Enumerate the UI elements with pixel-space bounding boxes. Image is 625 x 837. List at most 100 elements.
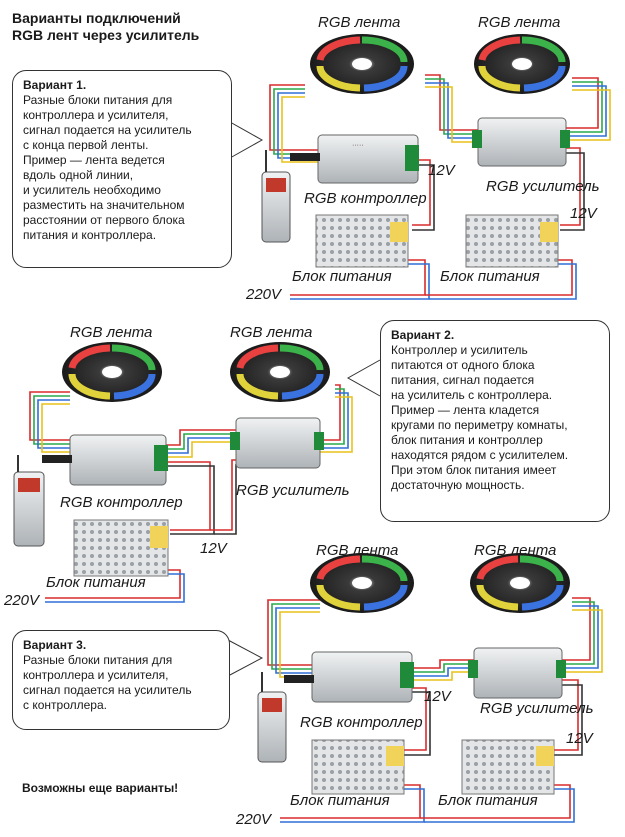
wire [320,384,341,441]
controller-box-1: ····· [290,134,419,184]
led-reel-2b [230,342,330,402]
callout-line: питания и контроллера. [23,228,157,242]
callout-line: вдоль одной линии, [23,168,134,182]
callout-heading: Вариант 1. [23,78,87,92]
wire [166,429,236,446]
label-12v: 12V [570,205,597,222]
wire [166,437,236,454]
callout-line: расстоянии от первого блока [23,213,185,227]
callout-variant-1: Вариант 1. Разные блоки питания для конт… [12,70,232,268]
label-rgb-strip: RGB лента [230,324,313,341]
callout-variant-3: Вариант 3. Разные блоки питания для конт… [12,630,230,730]
page-title: Варианты подключений RGB лент через усил… [12,10,199,44]
callout-line: Разные блоки питания для [23,93,173,107]
amplifier-box-1 [472,117,570,167]
label-rgb-strip: RGB лента [70,324,153,341]
wire [280,788,425,823]
wire [404,687,427,751]
callout-line: разместить на значительном [23,198,185,212]
wire [566,77,599,129]
callout-line: на усилитель с контроллера. [391,388,553,402]
wire [37,399,72,449]
wire [45,569,181,599]
wire [562,597,591,661]
wire [412,667,474,677]
label-rgb-amplifier: RGB усилитель [236,482,350,499]
wire [420,784,571,819]
callout-heading: Вариант 3. [23,638,87,652]
label-rgb-amplifier: RGB усилитель [486,178,600,195]
callout-line: с контроллера. [23,698,107,712]
callout-heading: Вариант 2. [391,328,455,342]
wire [320,396,353,453]
label-12v: 12V [424,688,451,705]
wire [566,85,607,137]
callout-variant-2: Вариант 2. Контроллер и усилитель питают… [380,320,610,522]
label-rgb-controller: RGB контроллер [60,494,183,511]
wire [425,82,478,139]
label-power-supply: Блок питания [290,792,390,809]
callout-line: находятся рядом с усилителем. [391,448,569,462]
variant1-wires [229,74,611,300]
wire [273,88,318,155]
wire [267,599,320,666]
label-rgb-strip: RGB лента [478,14,561,31]
wire [425,86,478,143]
wire [412,159,431,226]
wire [554,679,579,751]
callout-line: с конца первой ленты. [23,138,149,152]
label-220v: 220V [236,811,272,828]
wire [281,96,318,163]
led-reel-3a [310,553,414,613]
label-power-supply: Блок питания [46,574,146,591]
wire [412,663,474,673]
wire [290,259,426,296]
psu-1a [315,214,409,268]
wire [425,74,478,131]
led-reel-1a [310,34,414,94]
wire [45,573,185,603]
callout-line: Контроллер и усилитель [391,343,528,357]
wire [166,441,236,458]
wire [404,691,431,756]
callout-line: кругами по периметру комнаты, [391,418,568,432]
label-rgb-strip: RGB лента [318,14,401,31]
title-line-1: Варианты подключений [12,10,181,26]
wire [33,395,72,445]
wire [166,433,236,450]
wire [562,605,599,669]
led-reel-2a [62,342,162,402]
wire [562,601,595,665]
callout-line: контроллера и усилителя, [23,108,169,122]
callout-line: Пример — лента ведется [23,153,165,167]
callout-line: Разные блоки питания для [23,653,173,667]
psu-2 [73,519,169,577]
label-rgb-controller: RGB контроллер [304,190,427,207]
callout-line: и усилитель необходимо [23,183,161,197]
wire [425,78,478,135]
wire [412,164,435,231]
label-rgb-controller: RGB контроллер [300,714,423,731]
psu-1b [465,214,559,268]
led-reel-1b [474,34,570,94]
callout-line: сигнал подается на усилитель [23,683,192,697]
svg-text:·····: ····· [352,142,364,149]
wire [425,259,573,296]
title-line-2: RGB лент через усилитель [12,27,200,43]
callout-line: достаточную мощность. [391,478,525,492]
wire [290,263,430,300]
remote-3 [257,672,287,763]
label-power-supply: Блок питания [438,792,538,809]
amplifier-box-2 [230,417,324,469]
variant2-wires [29,359,381,603]
wire [412,659,474,669]
controller-box-2 [42,434,168,486]
wire [554,684,583,756]
callout-line: питаются от одного блока [391,358,535,372]
wire [320,388,345,445]
wire [214,464,237,535]
wire [412,671,474,681]
amplifier-box-3 [468,647,566,699]
psu-3a [311,739,405,795]
